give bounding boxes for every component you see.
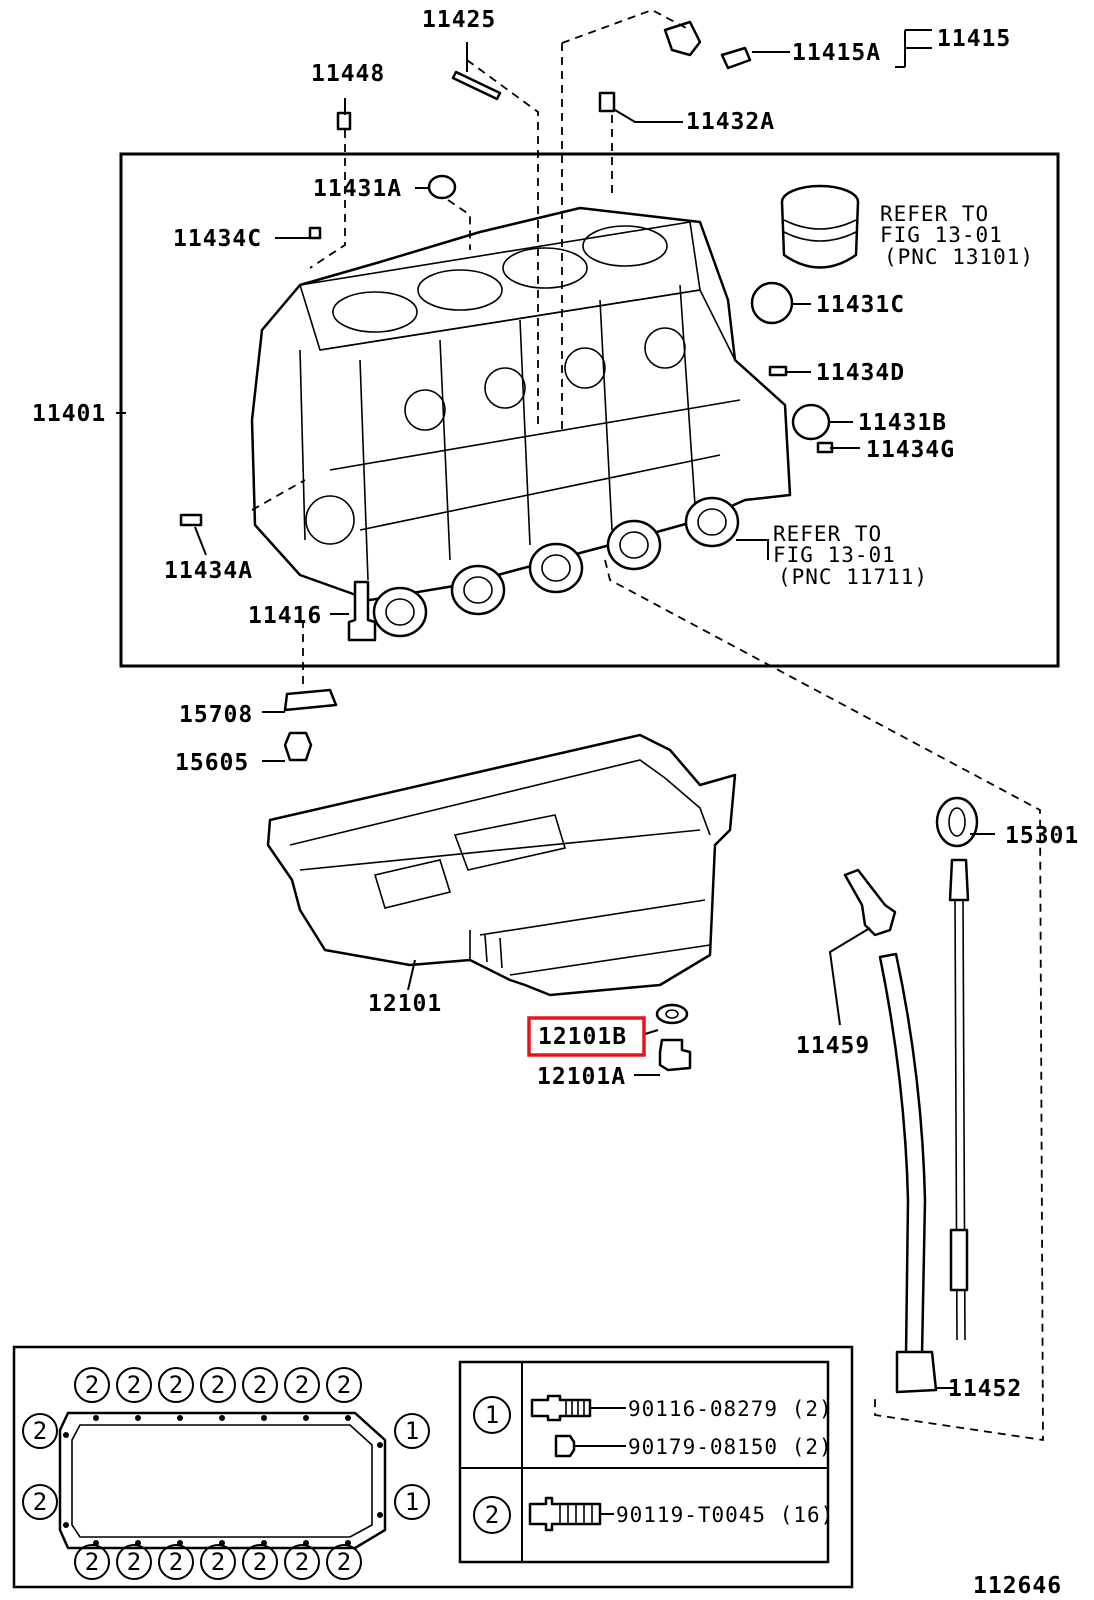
callout-11415[interactable]: 11415	[937, 26, 1011, 52]
legend-marker-2: 2	[485, 1501, 499, 1529]
bolt-legend-table: 1 2 90116-08279 (2) 90179-08150 (2) 9011…	[458, 1360, 834, 1564]
marker-2: 2	[295, 1548, 309, 1576]
callout-11452[interactable]: 11452	[948, 1376, 1022, 1402]
marker-2: 2	[127, 1371, 141, 1399]
dipstick-guide-illustration	[843, 868, 938, 1394]
marker-2: 2	[253, 1371, 267, 1399]
marker-2: 2	[211, 1371, 225, 1399]
piston-illustration	[780, 184, 860, 269]
drain-plug-and-gasket	[655, 1003, 692, 1072]
callout-11431b[interactable]: 11431B	[858, 410, 947, 436]
callout-11434g[interactable]: 11434G	[866, 437, 955, 463]
callout-11425[interactable]: 11425	[422, 7, 496, 33]
gasket-bolt-location-box: 2 2 2 2 2 2 2 2 2 2 2 2 2 2 2 2 1 1	[12, 1345, 854, 1589]
diagram-number: 112646	[973, 1573, 1062, 1599]
callout-leader-lines	[116, 29, 995, 1389]
callout-11431c[interactable]: 11431C	[816, 292, 905, 318]
marker-row-top: 2 2 2 2 2 2 2	[74, 1367, 362, 1403]
plug-icon	[554, 1434, 576, 1458]
callout-11416[interactable]: 11416	[248, 603, 322, 629]
marker-2: 2	[169, 1371, 183, 1399]
marker-2: 2	[337, 1371, 351, 1399]
callout-15708[interactable]: 15708	[179, 702, 253, 728]
legend-part-90179[interactable]: 90179-08150 (2)	[628, 1435, 833, 1459]
cylinder-block-illustration	[250, 206, 792, 638]
callout-11448[interactable]: 11448	[311, 61, 385, 87]
callout-15301[interactable]: 15301	[1005, 823, 1079, 849]
dipstick-illustration	[935, 796, 979, 1341]
callout-12101[interactable]: 12101	[368, 991, 442, 1017]
refer-bearing-line3: (PNC 11711)	[778, 565, 928, 589]
callout-11434c[interactable]: 11434C	[173, 226, 262, 252]
refer-bearing-line2: FIG 13-01	[773, 543, 896, 567]
marker-2: 2	[337, 1548, 351, 1576]
refer-piston-line3: (PNC 13101)	[884, 245, 1034, 269]
marker-2: 2	[127, 1548, 141, 1576]
callout-11415a[interactable]: 11415A	[792, 40, 881, 66]
marker-2: 2	[33, 1488, 47, 1516]
bolt-icon	[530, 1394, 592, 1422]
marker-2: 2	[295, 1371, 309, 1399]
legend-marker-1: 1	[485, 1401, 499, 1429]
marker-2: 2	[85, 1548, 99, 1576]
callout-labels: 11425 11415 11415A 11448 11432A 11431A 1…	[32, 7, 1079, 1599]
callout-11432a[interactable]: 11432A	[686, 109, 775, 135]
marker-2: 2	[253, 1548, 267, 1576]
refer-piston-line1: REFER TO	[880, 202, 989, 226]
block-group-frame	[119, 152, 1060, 668]
callout-12101a[interactable]: 12101A	[537, 1064, 626, 1090]
marker-2: 2	[33, 1417, 47, 1445]
refer-bearing-line1: REFER TO	[773, 522, 882, 546]
marker-row-bottom: 2 2 2 2 2 2 2	[74, 1544, 362, 1580]
flange-bolt-icon	[528, 1496, 602, 1532]
dashed-leader-lines	[251, 9, 1044, 1442]
marker-2: 2	[169, 1548, 183, 1576]
callout-11459[interactable]: 11459	[796, 1033, 870, 1059]
legend-part-90119[interactable]: 90119-T0045 (16)	[616, 1503, 834, 1527]
callout-12101b[interactable]: 12101B	[538, 1024, 627, 1050]
small-parts	[179, 20, 834, 642]
marker-1: 1	[405, 1488, 419, 1516]
callout-11431a[interactable]: 11431A	[313, 176, 402, 202]
refer-piston-line2: FIG 13-01	[880, 223, 1003, 247]
marker-2: 2	[211, 1548, 225, 1576]
marker-2: 2	[85, 1371, 99, 1399]
highlight-box-12101b	[527, 1016, 646, 1057]
callout-15605[interactable]: 15605	[175, 750, 249, 776]
bracket-and-switch	[283, 688, 338, 762]
callout-11434a[interactable]: 11434A	[164, 558, 253, 584]
legend-part-90116[interactable]: 90116-08279 (2)	[628, 1397, 833, 1421]
marker-1: 1	[405, 1417, 419, 1445]
callout-11434d[interactable]: 11434D	[816, 360, 905, 386]
oil-pan-illustration	[266, 733, 737, 997]
marker-sides: 2 2 1 1	[22, 1413, 430, 1520]
callout-11401[interactable]: 11401	[32, 401, 106, 427]
